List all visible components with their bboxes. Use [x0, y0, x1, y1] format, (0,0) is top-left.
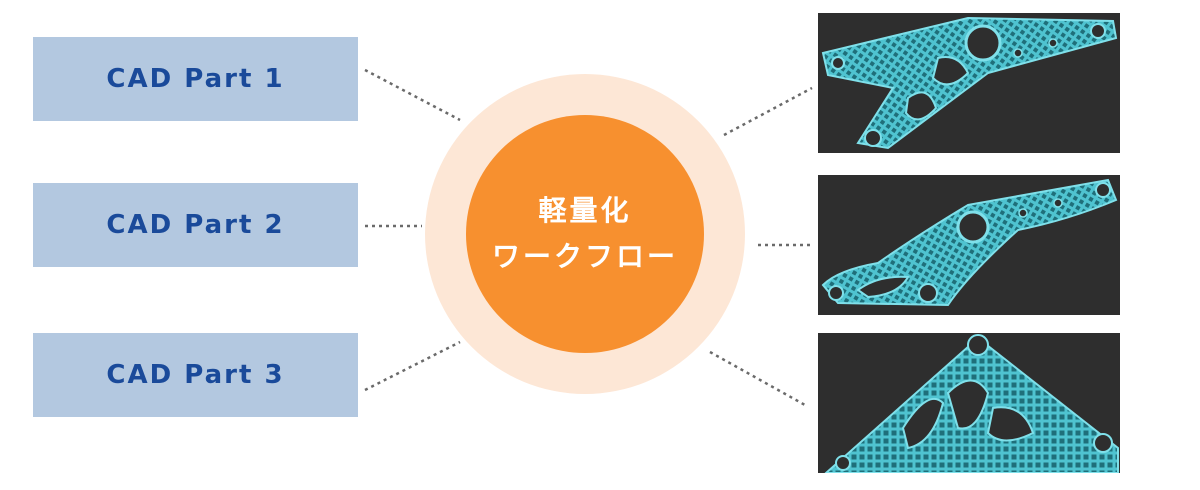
lattice-part-1-image — [818, 13, 1120, 153]
connector-input-1 — [364, 68, 461, 122]
cad-part-2-box: CAD Part 2 — [33, 183, 358, 267]
hub-title-line-2: ワークフロー — [491, 240, 678, 273]
cad-part-2-label: CAD Part 2 — [106, 210, 285, 240]
lattice-bracket-arm-icon — [821, 16, 1118, 150]
lattice-bracket-triangle-icon — [824, 334, 1119, 473]
cad-part-3-box: CAD Part 3 — [33, 333, 358, 417]
cad-part-1-label: CAD Part 1 — [106, 64, 285, 94]
connector-output-3 — [709, 350, 806, 407]
hub-title-line-1: 軽量化 — [538, 194, 632, 227]
lattice-part-3-image — [818, 333, 1120, 473]
connector-output-1 — [723, 86, 813, 137]
lattice-bracket-link-icon — [821, 178, 1118, 307]
cad-part-1-box: CAD Part 1 — [33, 37, 358, 121]
lattice-part-2-image — [818, 175, 1120, 315]
connector-input-3 — [364, 340, 461, 392]
cad-part-3-label: CAD Part 3 — [106, 360, 285, 390]
workflow-hub: 軽量化 ワークフロー — [466, 115, 704, 353]
